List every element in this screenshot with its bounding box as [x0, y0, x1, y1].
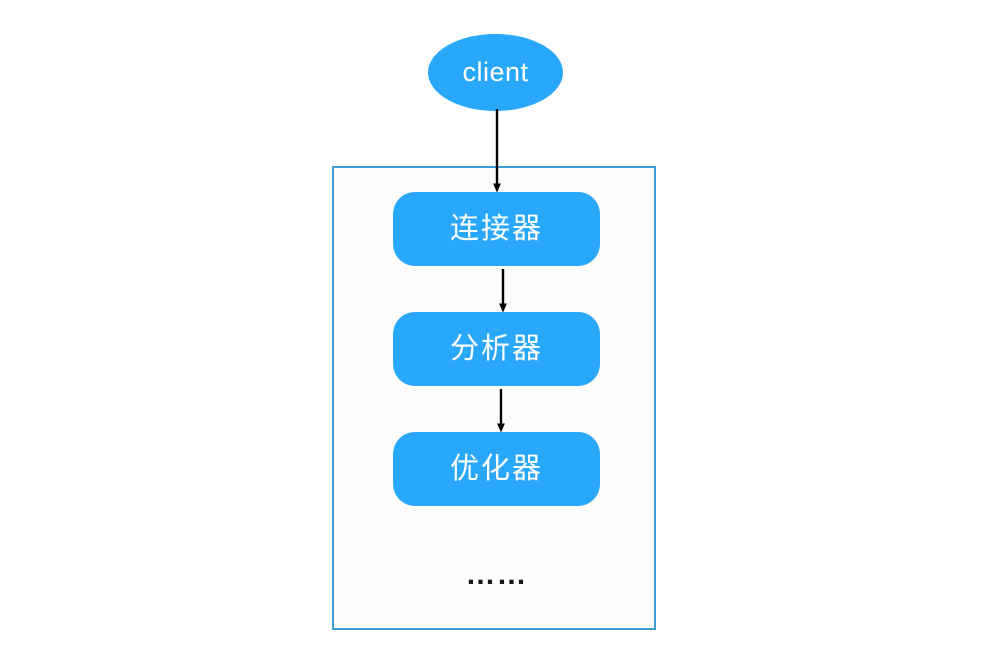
node-client[interactable]: client: [428, 34, 563, 111]
node-analyzer[interactable]: 分析器: [393, 312, 600, 386]
node-optimizer-label: 优化器: [449, 452, 543, 485]
node-connector[interactable]: 连接器: [393, 192, 600, 266]
ellipsis-indicator: ……: [465, 558, 528, 591]
node-optimizer[interactable]: 优化器: [393, 432, 600, 506]
node-connector-label: 连接器: [449, 212, 543, 245]
node-client-label: client: [462, 57, 529, 87]
node-analyzer-label: 分析器: [449, 332, 543, 365]
